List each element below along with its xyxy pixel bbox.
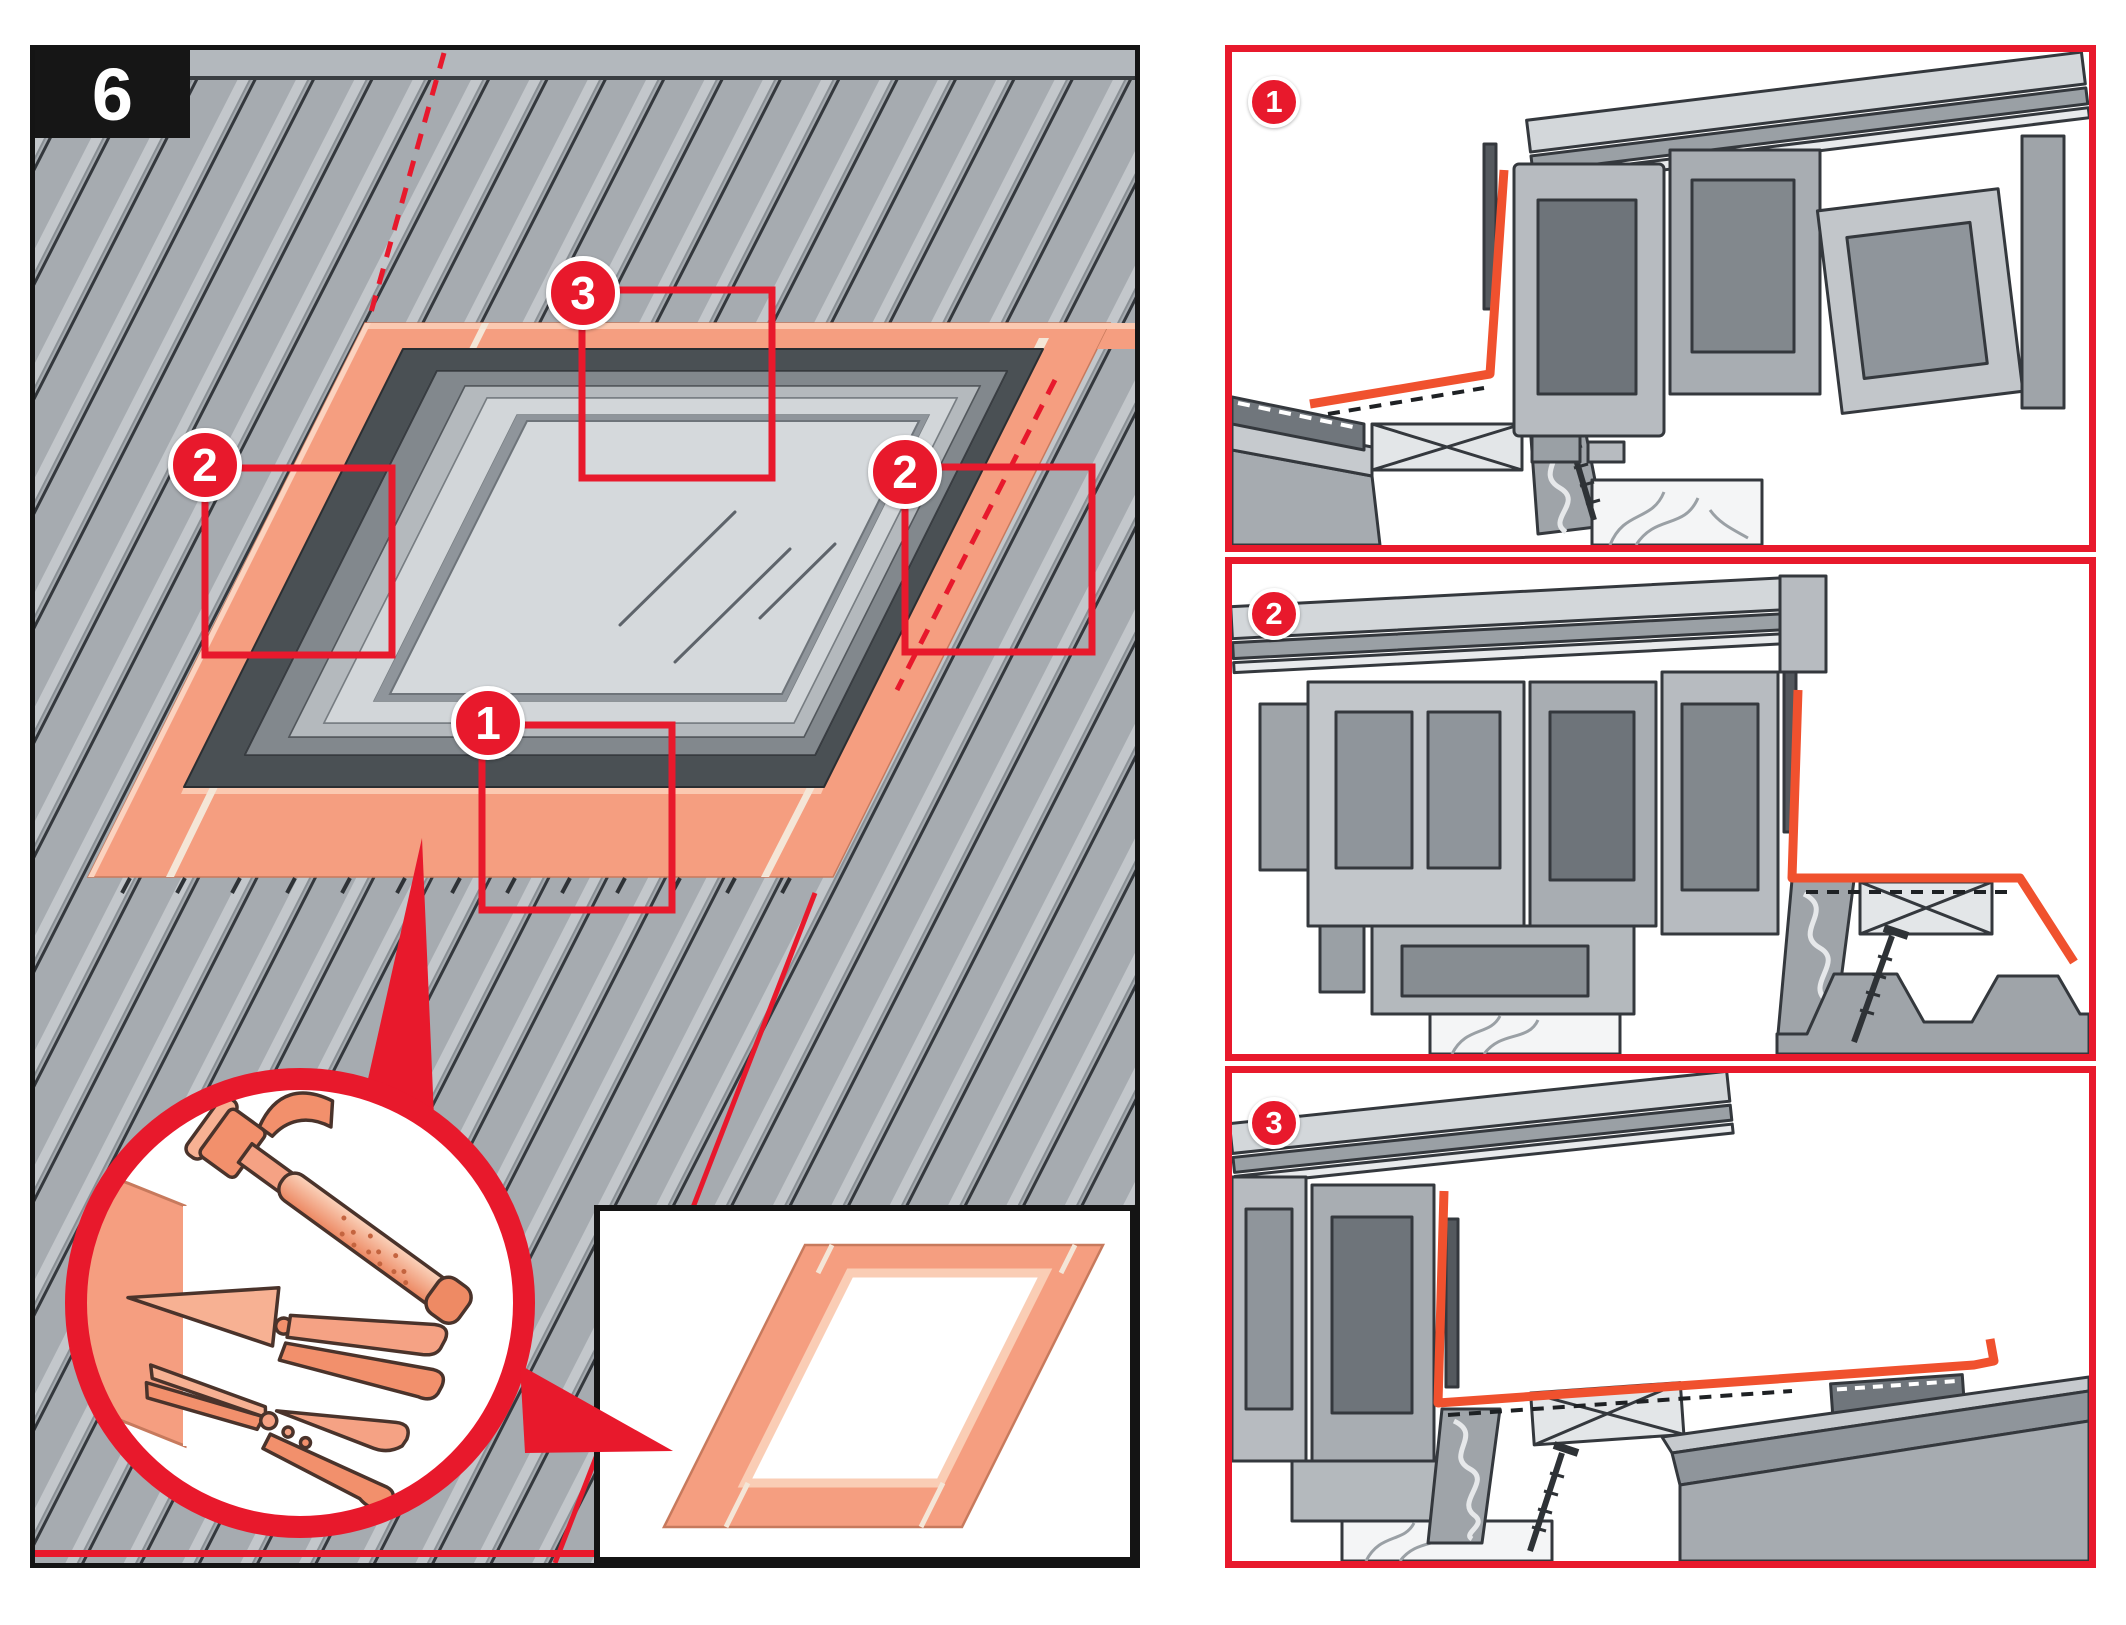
window-frame-profile (1232, 1073, 1735, 1523)
callout-badge-3-top: 3 (546, 256, 620, 330)
callout-box-2-right (901, 463, 1096, 656)
detail-panel-2: 2 (1225, 557, 2096, 1061)
section-badge-1: 1 (1248, 76, 1300, 128)
callout-badge-2-right: 2 (868, 435, 942, 509)
hammer-icon (184, 1091, 473, 1325)
callout-badge-1-bottom: 1 (451, 686, 525, 760)
pointer-triangle-to-magnifier (357, 838, 435, 1140)
roof-sheet-edge (1660, 1375, 2089, 1455)
window-frame-profile (1232, 574, 1828, 1016)
screw-icon (1851, 924, 1910, 1044)
step-number-box: 6 (35, 50, 190, 138)
detail-panel-3: 3 (1225, 1066, 2096, 1568)
roof-ridge-band (35, 50, 1135, 76)
screw-icon (1527, 1441, 1580, 1552)
flashing-frame-inset (520, 1205, 1135, 1563)
main-illustration-panel: 6 2 3 2 1 (30, 45, 1140, 1568)
callout-box-2-left (201, 464, 396, 659)
cross-section-1-drawing (1232, 52, 2089, 545)
flashing-apron (86, 322, 1135, 878)
cut-line-bottom (35, 1550, 1135, 1557)
window-frame-profile (1482, 52, 2089, 464)
smooth-roof-sheet (1678, 1419, 2089, 1561)
callout-box-1-bottom (478, 721, 676, 914)
flashing-profile-line (1433, 1190, 1999, 1408)
tin-snips-icon (144, 1363, 410, 1512)
skylight-window-frame (183, 348, 1044, 788)
pointer-triangle-to-inset (520, 1365, 673, 1453)
detail-panel-1: 1 (1225, 45, 2096, 552)
timber-batten (1590, 478, 1764, 545)
callout-badge-2-left: 2 (168, 428, 242, 502)
section-badge-3: 3 (1248, 1097, 1300, 1149)
cut-line-dashed-top (365, 52, 447, 324)
glass-pane (388, 420, 921, 695)
section-badge-2: 2 (1248, 588, 1300, 640)
seam-folding-pliers-icon (126, 1286, 449, 1401)
callout-box-3-top (578, 286, 776, 482)
flashing-profile-line (1787, 689, 2078, 965)
cut-line-dashed-right (894, 378, 1058, 692)
flashing-profile-line (1309, 169, 1509, 409)
tools-magnifier-circle (78, 1081, 522, 1525)
mineral-wool (1426, 1407, 1502, 1545)
cross-section-3-drawing (1232, 1073, 2089, 1561)
cross-section-2-drawing (1232, 574, 2089, 1054)
